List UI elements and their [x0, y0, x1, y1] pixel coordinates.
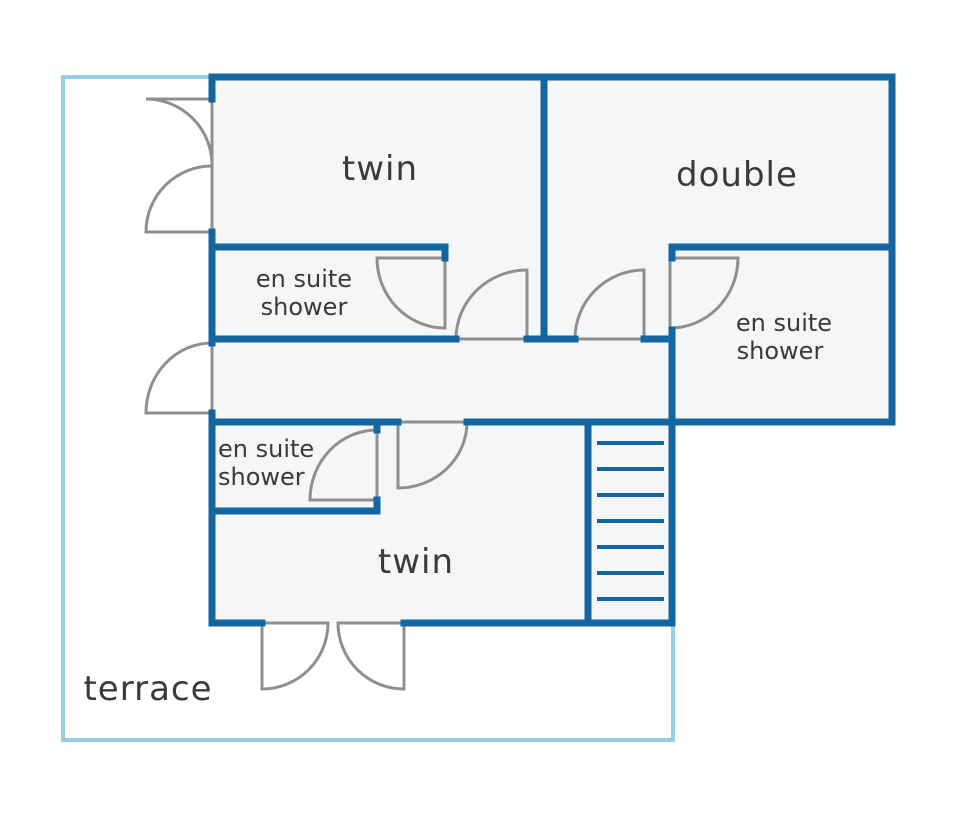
terrace-label: terrace: [83, 669, 212, 709]
ensuite-right-label-line1: en suite: [736, 309, 832, 337]
ensuite-right-label-line2: shower: [737, 337, 824, 365]
ensuite-left-label-line2: shower: [261, 293, 348, 321]
ensuite-left-door: [375, 256, 447, 330]
walls: [208, 73, 896, 627]
upper-twin-label: twin: [342, 149, 418, 189]
double-door: [573, 268, 646, 341]
doors: [144, 97, 740, 691]
lower-twin-exterior-door: [260, 621, 330, 691]
ensuite-left-label-line1: en suite: [256, 265, 352, 293]
floor-fill: [212, 77, 892, 623]
room-labels: twin double en suite shower en suite sho…: [83, 149, 832, 709]
lower-twin-door: [396, 420, 469, 490]
staircase: [597, 441, 664, 601]
ensuite-lower-door: [308, 428, 379, 502]
upper-twin-door: [454, 268, 529, 341]
double-label: double: [676, 155, 798, 195]
upper-twin-exterior-door: [145, 97, 214, 166]
corridor-exterior-door: [144, 341, 214, 415]
ensuite-lower-label-line2: shower: [218, 463, 305, 491]
lower-twin-label: twin: [378, 542, 454, 582]
ensuite-right-door: [668, 256, 740, 330]
ensuite-lower-label-line1: en suite: [218, 435, 314, 463]
